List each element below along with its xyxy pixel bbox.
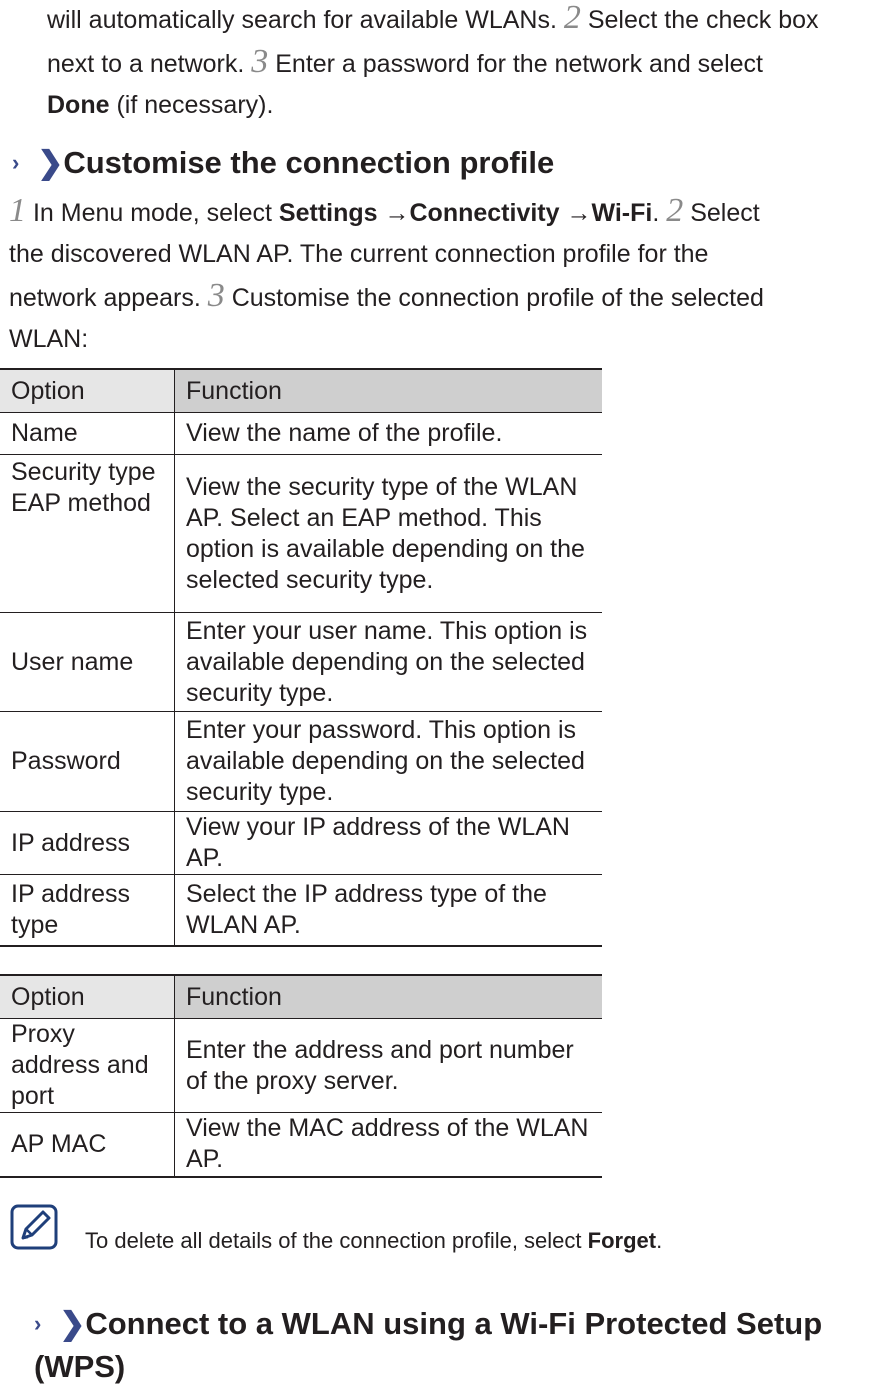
section-title: Customise the connection profile — [63, 145, 555, 180]
step-number: 2 — [666, 192, 684, 229]
intro-text-d: Enter a password for the network and sel… — [275, 50, 763, 78]
customise-line-2: the discovered WLAN AP. The current conn… — [9, 240, 709, 268]
chevron-icon: › — [34, 1311, 42, 1336]
function-cell: View the security type of the WLAN AP. S… — [174, 454, 602, 613]
table-row: Password Enter your password. This optio… — [0, 711, 602, 812]
path-wifi: Wi-Fi — [591, 199, 653, 227]
function-cell: View the MAC address of the WLAN AP. — [174, 1112, 602, 1178]
column-header-option: Option — [0, 368, 175, 413]
option-cell: User name — [0, 612, 175, 712]
customise-line-3: network appears. 3 Customise the connect… — [9, 275, 879, 319]
note-pencil-icon — [10, 1204, 58, 1250]
arrow-icon: → — [566, 199, 592, 227]
function-cell: View your IP address of the WLAN AP. — [174, 811, 602, 875]
intro-text-e: (if necessary). — [116, 91, 274, 119]
customise-paragraph: 1 In Menu mode, select Settings →Connect… — [9, 190, 879, 360]
chevron-icon: ❯ — [59, 1306, 86, 1341]
column-header-function: Function — [174, 368, 602, 413]
intro-text-a: will automatically search for available … — [47, 6, 557, 34]
chevron-icon: › — [12, 150, 20, 175]
column-header-option: Option — [0, 974, 175, 1019]
arrow-icon: → — [384, 199, 410, 227]
customise-text-a: In Menu mode, select — [32, 199, 272, 227]
table-row: Security type EAP method View the securi… — [0, 454, 602, 613]
customise-text-b: Select — [690, 199, 760, 227]
table-row: IP address type Select the IP address ty… — [0, 874, 602, 947]
customise-line-1: 1 In Menu mode, select Settings →Connect… — [9, 190, 879, 234]
table-row: Proxy address and port Enter the address… — [0, 1018, 602, 1113]
option-cell: Password — [0, 711, 175, 812]
step-number: 3 — [207, 277, 225, 314]
note-text: To delete all details of the connection … — [85, 1226, 662, 1256]
path-settings: Settings — [278, 199, 378, 227]
function-cell: Select the IP address type of the WLAN A… — [174, 874, 602, 947]
intro-paragraph: will automatically search for available … — [47, 0, 884, 126]
table-header-row: Option Function — [0, 368, 602, 413]
section-heading-wps: › ❯Connect to a WLAN using a Wi-Fi Protec… — [12, 1304, 884, 1387]
table-header-row: Option Function — [0, 974, 602, 1019]
function-cell: Enter your user name. This option is ava… — [174, 612, 602, 712]
table-row: IP address View your IP address of the W… — [0, 811, 602, 875]
chevron-icon: ❯ — [37, 145, 64, 180]
option-cell: Proxy address and port — [0, 1018, 175, 1113]
options-table-2: Option Function Proxy address and port E… — [0, 974, 602, 1178]
intro-line-2: next to a network. 3 Enter a password fo… — [47, 41, 884, 85]
table-row: AP MAC View the MAC address of the WLAN … — [0, 1112, 602, 1178]
intro-text-c: next to a network. — [47, 50, 245, 78]
step-number: 1 — [9, 192, 26, 229]
intro-line-3: Done (if necessary). — [47, 85, 884, 126]
step-number: 3 — [251, 43, 269, 80]
customise-text-d: network appears. — [9, 284, 201, 312]
step-number: 2 — [563, 0, 581, 36]
note-text-b: . — [656, 1228, 663, 1253]
path-connectivity: Connectivity — [409, 199, 560, 227]
done-label: Done — [47, 91, 110, 119]
intro-line-1: will automatically search for available … — [47, 0, 884, 41]
options-table-1: Option Function Name View the name of th… — [0, 368, 602, 947]
forget-label: Forget — [587, 1228, 657, 1253]
function-cell: Enter the address and port number of the… — [174, 1018, 602, 1113]
customise-text-e: Customise the connection profile of the … — [231, 284, 764, 312]
section-heading-customise: › ❯Customise the connection profile — [12, 143, 554, 186]
function-cell: Enter your password. This option is avai… — [174, 711, 602, 812]
column-header-function: Function — [174, 974, 602, 1019]
section-title: Connect to a WLAN using a Wi-Fi Protecte… — [34, 1306, 823, 1384]
table-row: Name View the name of the profile. — [0, 412, 602, 455]
option-cell: Name — [0, 412, 175, 455]
customise-line-4: WLAN: — [9, 325, 89, 353]
option-cell: AP MAC — [0, 1112, 175, 1178]
function-cell: View the name of the profile. — [174, 412, 602, 455]
option-cell: Security type EAP method — [0, 454, 175, 613]
note-text-a: To delete all details of the connection … — [85, 1228, 582, 1253]
table-row: User name Enter your user name. This opt… — [0, 612, 602, 712]
intro-text-b: Select the check box — [587, 6, 819, 34]
option-cell: IP address — [0, 811, 175, 875]
option-cell: IP address type — [0, 874, 175, 947]
period: . — [652, 199, 660, 227]
